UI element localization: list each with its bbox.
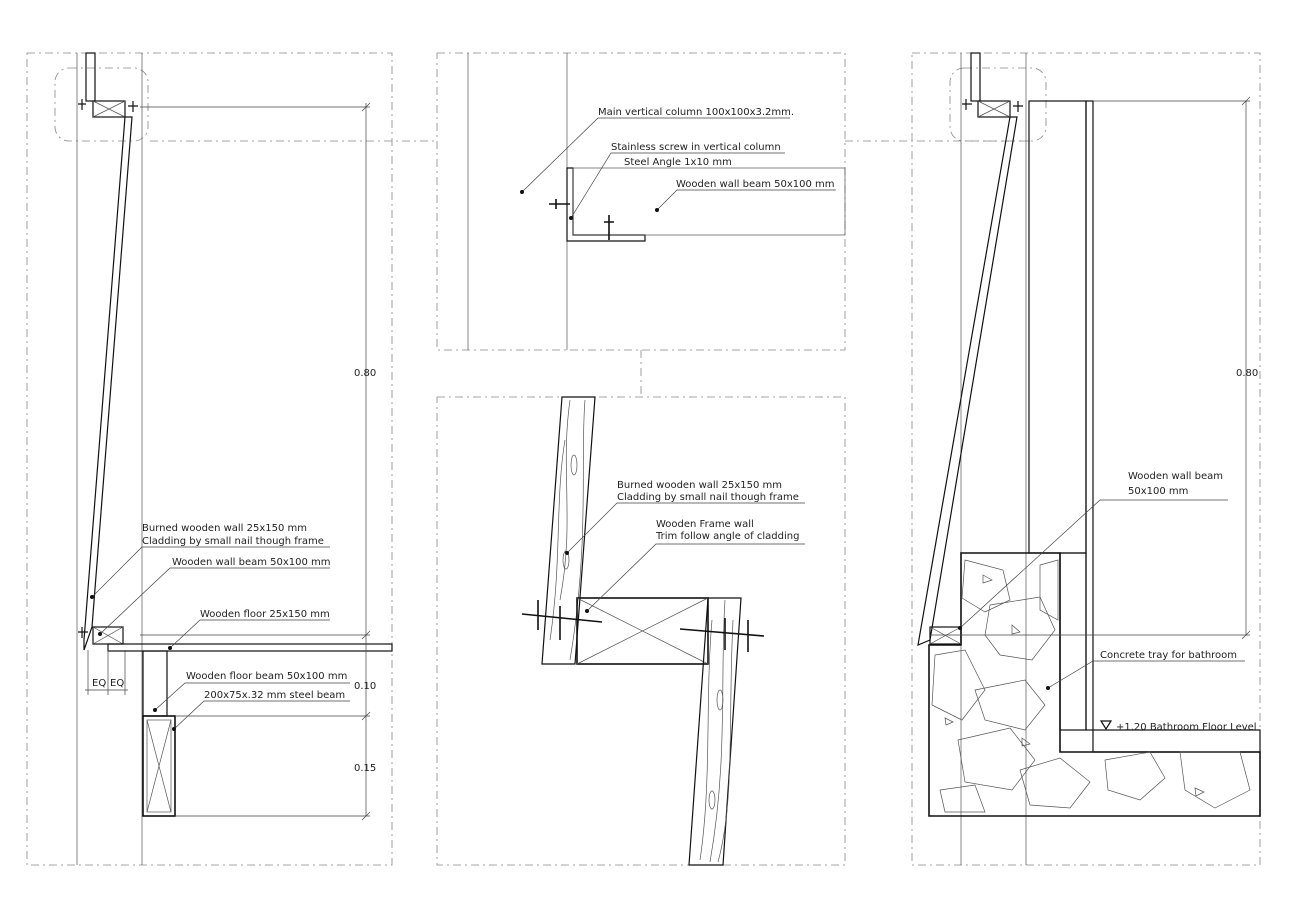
- right-dim-080: 0.80: [1236, 368, 1258, 379]
- right-slanted-wall: [917, 116, 1018, 646]
- left-slanted-wall: [83, 116, 133, 651]
- left-dim-080: 0.80: [354, 368, 376, 379]
- right-section: 0.80 Wooden wall beam 50x100 mm Concrete…: [917, 52, 1261, 865]
- top-label-screw: Stainless screw in vertical column: [611, 142, 781, 153]
- bottom-label-frame-2: Trim follow angle of cladding: [655, 531, 799, 542]
- left-floor: [107, 643, 393, 652]
- concrete-tray: [928, 552, 1261, 817]
- left-steel-beam: [142, 715, 176, 817]
- right-label-beam-1: Wooden wall beam: [1128, 471, 1223, 482]
- upper-wood-board: [541, 396, 596, 665]
- right-frame: [911, 52, 1261, 866]
- left-label-burned-2: Cladding by small nail though frame: [142, 536, 324, 547]
- top-label-column: Main vertical column 100x100x3.2mm.: [598, 107, 794, 118]
- bottom-center-frame: [436, 396, 846, 866]
- bottom-label-burned-2: Cladding by small nail though frame: [617, 492, 799, 503]
- left-label-burned-1: Burned wooden wall 25x150 mm: [142, 523, 307, 534]
- left-label-steel-beam: 200x75x.32 mm steel beam: [204, 690, 345, 701]
- bottom-label-burned-1: Burned wooden wall 25x150 mm: [617, 480, 782, 491]
- left-dim-eq-1: EQ: [92, 678, 106, 689]
- right-wall-beam: [1028, 100, 1087, 554]
- left-dim-010: 0.10: [354, 681, 376, 692]
- right-label-tray: Concrete tray for bathroom: [1100, 650, 1237, 661]
- bottom-center-section: Burned wooden wall 25x150 mm Cladding by…: [521, 396, 805, 866]
- top-label-beam: Wooden wall beam 50x100 mm: [676, 179, 835, 190]
- left-dim-eq-2: EQ: [110, 678, 124, 689]
- left-label-floor: Wooden floor 25x150 mm: [200, 609, 330, 620]
- right-label-level: +1.20 Bathroom Floor Level: [1116, 722, 1257, 733]
- bottom-label-frame-1: Wooden Frame wall: [656, 519, 754, 530]
- left-dim-015: 0.15: [354, 763, 376, 774]
- top-center-frame: [436, 52, 846, 351]
- steel-angle: [566, 167, 646, 242]
- left-floor-beam: [142, 650, 168, 717]
- top-center-section: Main vertical column 100x100x3.2mm. Stai…: [467, 53, 846, 350]
- top-label-angle: Steel Angle 1x10 mm: [624, 157, 732, 168]
- left-detail-callout: [54, 67, 149, 142]
- lower-wood-board: [688, 597, 742, 866]
- left-frame: [26, 52, 393, 866]
- top-wall-beam: [572, 167, 846, 236]
- left-section: 0.80 0.10 0.15 EQ EQ Burned wooden wall …: [76, 52, 393, 865]
- left-label-wall-beam: Wooden wall beam 50x100 mm: [172, 557, 331, 568]
- left-label-floor-beam: Wooden floor beam 50x100 mm: [186, 671, 347, 682]
- right-label-beam-2: 50x100 mm: [1128, 486, 1188, 497]
- right-detail-callout: [949, 67, 1047, 142]
